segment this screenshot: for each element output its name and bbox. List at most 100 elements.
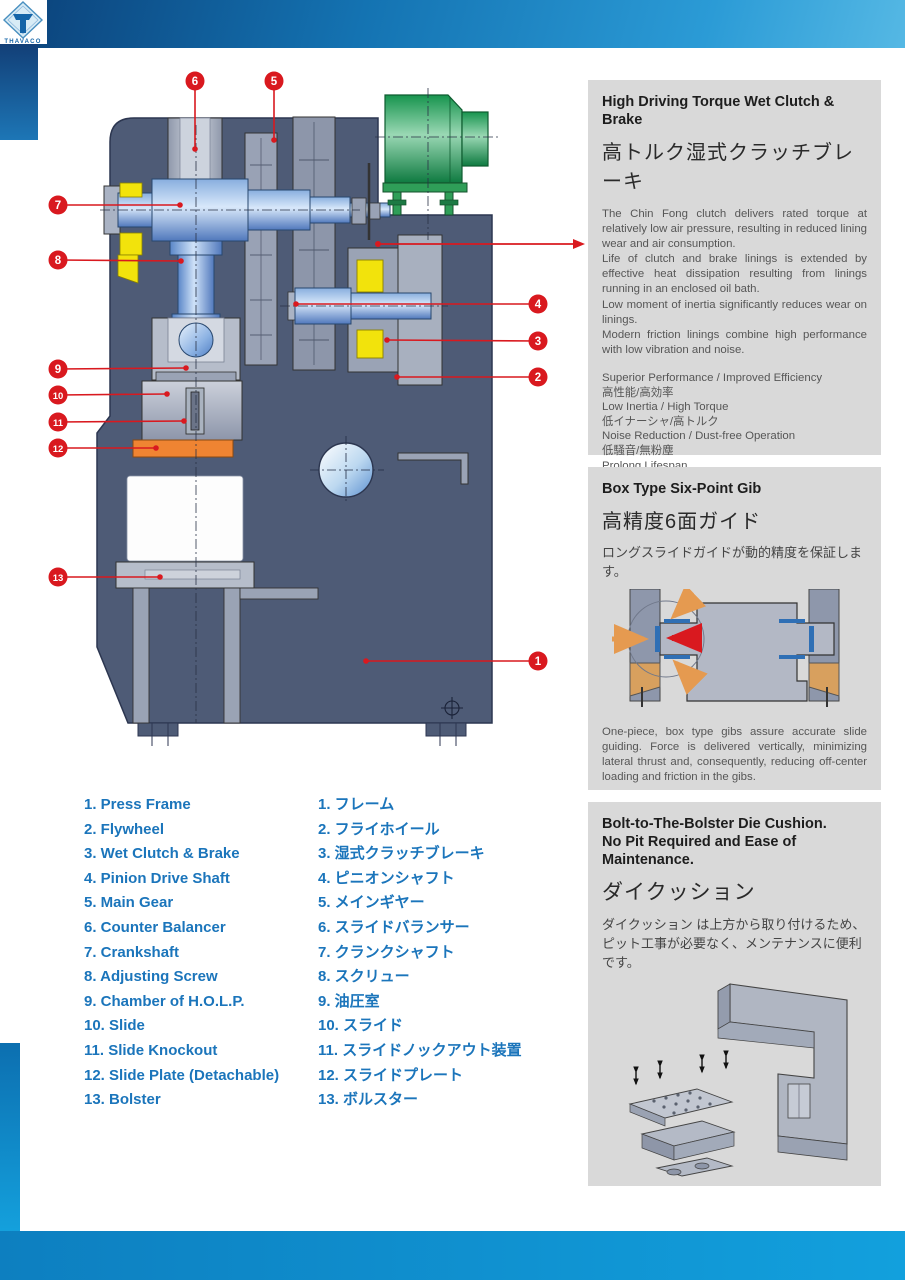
gib-slide-body <box>659 602 835 702</box>
drive-motor <box>382 94 489 216</box>
parts-list-item-en: 13. Bolster <box>84 1091 161 1109</box>
top-banner <box>0 0 905 48</box>
parts-list-item-jp: 7. クランクシャフト <box>318 943 455 961</box>
frame-bracket <box>397 452 469 485</box>
callout-number-2: 2 <box>535 372 541 384</box>
callout-dot-8 <box>178 258 184 264</box>
callout-number-8: 8 <box>55 255 62 267</box>
panel3-title-en-2: No Pit Required and Ease of Maintenance. <box>602 834 797 868</box>
panel3-body-jp: ダイクッション は上方から取り付けるため、ピット工事が必要なく、メンテナンスに便… <box>602 917 866 970</box>
parts-list-item-jp: 1. フレーム <box>318 796 395 813</box>
logo-brand-text: THAVACO <box>4 39 41 44</box>
gib-liners <box>655 619 814 659</box>
callout-dot-11 <box>181 418 187 424</box>
main-gear <box>244 132 278 366</box>
clutch-pointer-dot <box>375 241 381 247</box>
callout-dot-10 <box>164 391 170 397</box>
callout-leader-8 <box>57 259 182 262</box>
die-cushion-press-body <box>717 983 848 1161</box>
panel1-feature-line: 高性能/高効率 <box>602 386 674 399</box>
callout-leader-9 <box>57 367 187 370</box>
callout-dot-6 <box>192 146 198 152</box>
logo-graphic: THAVACO <box>2 1 44 45</box>
callout-number-1: 1 <box>535 656 542 668</box>
parts-list-item-en: 9. Chamber of H.O.L.P. <box>84 992 245 1010</box>
frame-foot-left <box>137 722 179 737</box>
left-accent-strip-top <box>0 44 38 140</box>
panel2-title-en: Box Type Six-Point Gib <box>602 481 762 497</box>
callout-number-3: 3 <box>535 336 541 348</box>
logo-diamond-inner <box>7 5 39 35</box>
clutch-pointer-arrowhead <box>573 239 585 249</box>
flywheel-rim <box>292 116 336 371</box>
bolster <box>115 561 255 589</box>
parts-list-item-en: 2. Flywheel <box>84 820 165 838</box>
panel1-body: The Chin Fong clutch delivers rated torq… <box>602 207 867 358</box>
parts-list-item-en: 4. Pinion Drive Shaft <box>84 869 230 887</box>
callout-dot-2 <box>394 374 400 380</box>
die-cushion-parts <box>628 1088 736 1177</box>
die-cushion-illustration <box>628 983 848 1177</box>
panel1-title-jp: 高トルク湿式クラッチブレーキ <box>602 142 854 193</box>
callout-leader-11 <box>57 420 185 423</box>
bolster-leg-left <box>132 587 150 724</box>
panel-wet-clutch-brake: High Driving Torque Wet Clutch & Brake 高… <box>588 80 881 515</box>
parts-list-item-jp: 11. スライドノックアウト装置 <box>318 1041 522 1059</box>
frame-foot-right <box>425 722 467 737</box>
callout-dot-1 <box>363 658 369 664</box>
parts-list-item-en: 7. Crankshaft <box>84 943 180 961</box>
callout-number-5: 5 <box>271 76 278 88</box>
callout-badge-12 <box>48 438 68 458</box>
callout-badge-10 <box>48 385 68 405</box>
panel3-title-jp: ダイクッション <box>602 881 756 904</box>
parts-list-item-jp: 13. ボルスター <box>318 1091 419 1109</box>
parts-list-item-en: 6. Counter Balancer <box>84 918 226 936</box>
mounting-arrows <box>633 1050 729 1086</box>
panel2-subtitle-jp: ロングスライドガイドが動的精度を保証します。 <box>602 545 863 579</box>
left-accent-strip-bottom <box>0 1043 20 1231</box>
callout-badge-13 <box>48 567 68 587</box>
panel1-paragraph: Low moment of inertia significantly redu… <box>602 298 867 326</box>
callout-number-10: 10 <box>53 391 64 402</box>
panel1-feature-line: Superior Performance / Improved Efficien… <box>602 371 823 384</box>
parts-list-item-en: 11. Slide Knockout <box>84 1041 218 1059</box>
callout-number-13: 13 <box>53 573 64 584</box>
datum-mark <box>441 697 463 719</box>
callout-badge-11 <box>48 412 68 432</box>
parts-list-item-jp: 9. 油圧室 <box>318 992 380 1010</box>
parts-list-item-jp: 3. 湿式クラッチブレーキ <box>318 845 485 863</box>
panel3-title-en-1: Bolt-to-The-Bolster Die Cushion. <box>602 816 827 832</box>
callout-badge-3 <box>528 331 548 351</box>
callout-dot-5 <box>271 137 277 143</box>
parts-list-item-jp: 5. メインギヤー <box>318 894 425 912</box>
callout-dot-13 <box>157 574 163 580</box>
panel2-caption: One-piece, box type gibs assure accurate… <box>602 726 867 784</box>
bottom-banner <box>0 1231 905 1280</box>
panel1-feature-line: 低騒音/無粉塵 <box>602 444 674 457</box>
callout-number-9: 9 <box>55 364 61 376</box>
panel1-paragraph: The Chin Fong clutch delivers rated torq… <box>602 208 867 251</box>
parts-list-item-en: 12. Slide Plate (Detachable) <box>84 1066 280 1084</box>
callout-leader-3 <box>386 339 539 342</box>
cushion-plate-holes <box>652 1091 712 1115</box>
callout-number-7: 7 <box>55 200 61 212</box>
callout-badge-8 <box>48 250 68 270</box>
callout-badge-4 <box>528 294 548 314</box>
parts-list-item-en: 3. Wet Clutch & Brake <box>84 845 240 863</box>
gib-wedge-right <box>808 662 840 697</box>
panel1-feature-line: Low Inertia / High Torque <box>602 401 729 414</box>
parts-list-item-jp: 12. スライドプレート <box>318 1066 464 1084</box>
die-space <box>126 475 244 562</box>
panel1-feature-line: Noise Reduction / Dust-free Operation <box>602 430 796 443</box>
callout-badge-6 <box>185 71 205 91</box>
parts-list-item-en: 5. Main Gear <box>84 894 174 912</box>
parts-list-item-jp: 8. スクリュー <box>318 968 410 986</box>
callout-badge-7 <box>48 195 68 215</box>
callout-number-4: 4 <box>535 299 542 311</box>
logo-t-icon <box>13 14 33 33</box>
gib-wedge-left <box>629 662 661 697</box>
